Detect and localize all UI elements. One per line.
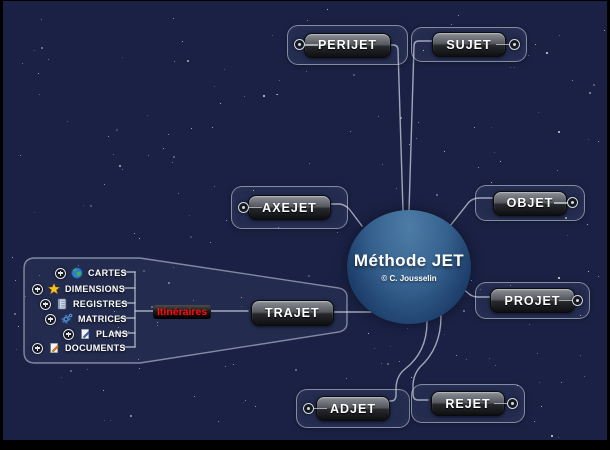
globe-icon bbox=[71, 267, 83, 279]
anchor-handle-icon[interactable] bbox=[238, 201, 262, 213]
node-adjet[interactable]: ADJET bbox=[296, 389, 410, 428]
trajet-button[interactable]: TRAJET bbox=[251, 300, 334, 326]
tree-item-plans[interactable]: PLANS bbox=[63, 327, 128, 341]
expand-icon[interactable] bbox=[32, 283, 43, 295]
star-icon bbox=[48, 283, 60, 295]
tree-item-label: DOCUMENTS bbox=[65, 343, 126, 353]
gears-icon bbox=[61, 313, 73, 324]
node-axejet[interactable]: AXEJET bbox=[231, 186, 348, 229]
tree-item-label: MATRICES bbox=[78, 314, 127, 324]
tree-item-label: PLANS bbox=[96, 329, 129, 339]
expand-icon[interactable] bbox=[55, 267, 66, 279]
tree-item-label: REGISTRES bbox=[73, 299, 128, 309]
center-node-credit: © C. Jousselin bbox=[381, 274, 437, 283]
node-perijet[interactable]: PERIJET bbox=[287, 25, 408, 65]
page-pencil-icon bbox=[50, 343, 59, 353]
anchor-handle-icon[interactable] bbox=[559, 294, 583, 306]
anchor-handle-icon[interactable] bbox=[494, 397, 518, 409]
rejet-button[interactable]: REJET bbox=[431, 391, 505, 416]
anchor-handle-icon[interactable] bbox=[294, 39, 318, 50]
anchor-handle-icon[interactable] bbox=[554, 197, 578, 208]
tree-item-registres[interactable]: REGISTRES bbox=[40, 297, 128, 311]
tree-item-cartes[interactable]: CARTES bbox=[55, 266, 127, 280]
node-projet[interactable]: PROJET bbox=[475, 282, 590, 319]
tree-item-dimensions[interactable]: DIMENSIONS bbox=[32, 282, 125, 296]
node-rejet[interactable]: REJET bbox=[411, 384, 525, 423]
mindmap-canvas[interactable]: Méthode JET © C. Jousselin PERIJET SUJET… bbox=[3, 1, 607, 440]
expand-icon[interactable] bbox=[32, 342, 43, 354]
center-node[interactable]: Méthode JET © C. Jousselin bbox=[347, 210, 471, 324]
sujet-button[interactable]: SUJET bbox=[432, 32, 506, 57]
expand-icon[interactable] bbox=[40, 298, 51, 310]
expand-icon[interactable] bbox=[63, 328, 74, 340]
center-node-title: Méthode JET bbox=[353, 251, 465, 270]
anchor-handle-icon[interactable] bbox=[303, 402, 327, 414]
tree-item-matrices[interactable]: MATRICES bbox=[45, 312, 127, 326]
anchor-handle-icon[interactable] bbox=[496, 38, 520, 50]
perijet-button[interactable]: PERIJET bbox=[303, 32, 392, 58]
itineraires-label[interactable]: Itinéraires bbox=[153, 305, 212, 319]
starfield bbox=[3, 1, 607, 440]
tree-item-label: DIMENSIONS bbox=[65, 284, 126, 294]
node-objet[interactable]: OBJET bbox=[475, 185, 585, 221]
objet-button[interactable]: OBJET bbox=[492, 190, 568, 216]
node-sujet[interactable]: SUJET bbox=[411, 27, 527, 62]
tree-item-documents[interactable]: DOCUMENTS bbox=[32, 341, 126, 355]
ledger-icon bbox=[57, 298, 67, 310]
expand-icon[interactable] bbox=[45, 313, 56, 325]
tree-item-label: CARTES bbox=[88, 268, 127, 278]
adjet-button[interactable]: ADJET bbox=[316, 396, 390, 421]
page-pencil-icon bbox=[81, 329, 90, 339]
